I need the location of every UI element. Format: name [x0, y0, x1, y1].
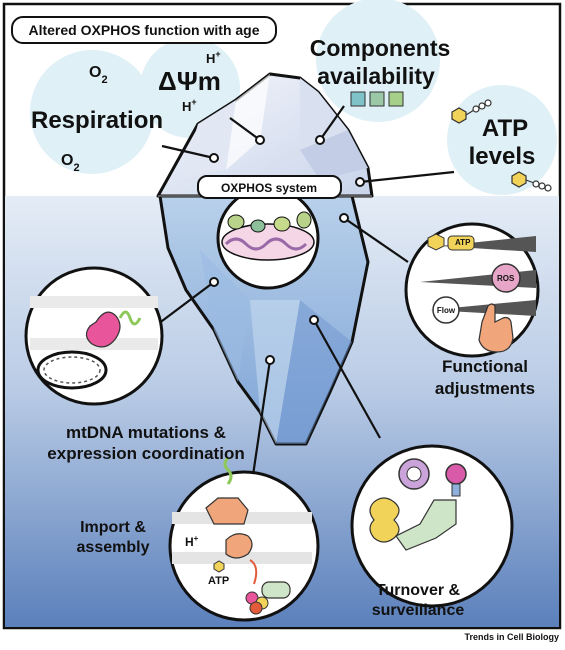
- import-proton-label: H+: [185, 534, 199, 549]
- components-label-line1: Components: [310, 35, 451, 61]
- functional-sliders: [420, 233, 536, 353]
- turnover-contents: [369, 458, 467, 551]
- mtdna-contents: [30, 296, 158, 390]
- journal-credit: Trends in Cell Biology: [464, 632, 559, 642]
- import-contents: [172, 456, 312, 615]
- chaperone-icon: [445, 463, 467, 485]
- oxphos-system-tag: [197, 175, 342, 199]
- o2-label-top: O2: [89, 64, 108, 86]
- mtdna-circle-icon: [36, 350, 108, 390]
- import-label-line1: Import &: [80, 519, 146, 536]
- components-bubble: [316, 0, 440, 122]
- oxphos-system-label: OXPHOS system: [221, 181, 317, 195]
- connector-lines: [149, 105, 455, 483]
- atp-levels-label-line1: ATP: [482, 115, 528, 142]
- respiration-bubble: [30, 50, 154, 174]
- turnover-label-line1: Turnover &: [376, 582, 461, 599]
- mtdna-label-line2: expression coordination: [47, 444, 244, 463]
- proton-label-top: H+: [206, 49, 221, 66]
- import-label-line2: assembly: [77, 539, 150, 556]
- atp-molecule-icon-2: [511, 171, 552, 192]
- components-label-line2: availability: [317, 63, 435, 89]
- mitochondrion-icon: [221, 211, 315, 261]
- flow-tag-label: Flow: [437, 306, 456, 315]
- figure-title: Altered OXPHOS function with age: [28, 22, 259, 38]
- hand-pointer-icon: [478, 303, 514, 353]
- proton-label-bottom: H+: [182, 97, 197, 114]
- atp-molecule-icon: [451, 99, 492, 124]
- membrane-potential-label: ΔΨm: [158, 66, 221, 96]
- connector-dots: [209, 135, 365, 365]
- atp-levels-bubble: [447, 85, 557, 195]
- import-atp-label: ATP: [208, 575, 229, 587]
- atp-tag-label: ATP: [455, 238, 471, 247]
- functional-label-line2: adjustments: [435, 379, 535, 398]
- respiration-label: Respiration: [31, 107, 163, 134]
- title-box: [11, 16, 277, 44]
- o2-label-bottom: O2: [61, 152, 80, 174]
- mtdna-label-line1: mtDNA mutations &: [66, 423, 226, 442]
- component-squares: [350, 91, 404, 107]
- ros-icon: [491, 263, 521, 293]
- ros-tag-label: ROS: [497, 274, 515, 283]
- functional-label-line1: Functional: [442, 357, 528, 376]
- atp-levels-label-line2: levels: [469, 143, 536, 170]
- turnover-label-line2: surveillance: [372, 602, 465, 619]
